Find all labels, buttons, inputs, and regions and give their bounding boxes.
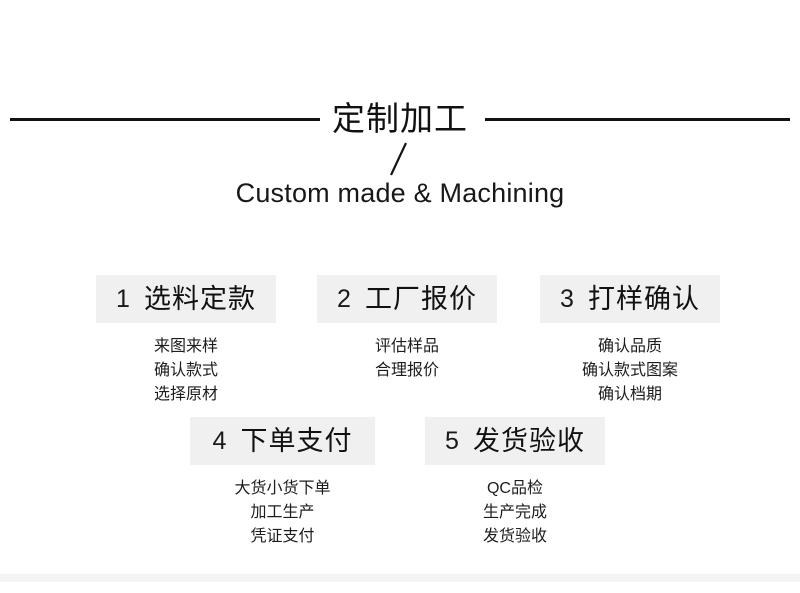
step-3-item-list: 确认品质 确认款式图案 确认档期 (540, 335, 720, 407)
header-rule-left (10, 118, 320, 121)
step-4-title: 下单支付 (240, 425, 353, 456)
step-2-title: 工厂报价 (364, 283, 477, 314)
step-5-item: 发货验收 (482, 528, 547, 545)
step-4-number: 4 (212, 426, 227, 455)
step-4-item: 大货小货下单 (234, 480, 331, 497)
step-3-item: 确认档期 (597, 386, 662, 403)
header-rule-right (485, 118, 790, 121)
step-1-item: 选择原材 (153, 386, 218, 403)
step-5-header: 5 发货验收 (425, 417, 605, 465)
step-5-title: 发货验收 (472, 425, 585, 456)
step-4-item: 凭证支付 (250, 528, 315, 545)
step-2-item: 合理报价 (374, 362, 439, 379)
step-1-header: 1 选料定款 (96, 275, 276, 323)
step-1-item: 确认款式 (153, 362, 218, 379)
step-5-item: QC品检 (486, 480, 543, 497)
step-3-title: 打样确认 (587, 283, 700, 314)
step-1-title: 选料定款 (143, 283, 256, 314)
step-1-item: 来图来样 (153, 338, 218, 355)
step-5-item-list: QC品检 生产完成 发货验收 (425, 477, 605, 549)
page-subtitle: Custom made & Machining (235, 178, 565, 208)
page-header: 定制加工 Custom made & Machining (0, 0, 800, 230)
step-5-item: 生产完成 (482, 504, 547, 521)
step-3-header: 3 打样确认 (540, 275, 720, 323)
step-4-item-list: 大货小货下单 加工生产 凭证支付 (190, 477, 375, 549)
step-2-number: 2 (337, 284, 351, 313)
step-5-number: 5 (445, 426, 459, 455)
step-1-item-list: 来图来样 确认款式 选择原材 (96, 335, 276, 407)
step-3-number: 3 (560, 284, 574, 313)
step-2-header: 2 工厂报价 (317, 275, 497, 323)
step-3-item: 确认品质 (597, 338, 662, 355)
step-4-item: 加工生产 (250, 504, 315, 521)
step-4-header: 4 下单支付 (190, 417, 375, 465)
page-title: 定制加工 (332, 100, 468, 137)
bottom-divider-strip (0, 574, 800, 582)
step-2-item: 评估样品 (374, 338, 439, 355)
step-1-number: 1 (116, 284, 130, 313)
step-2-item-list: 评估样品 合理报价 (317, 335, 497, 383)
diagonal-slash-icon (380, 140, 420, 180)
step-3-item: 确认款式图案 (581, 362, 678, 379)
